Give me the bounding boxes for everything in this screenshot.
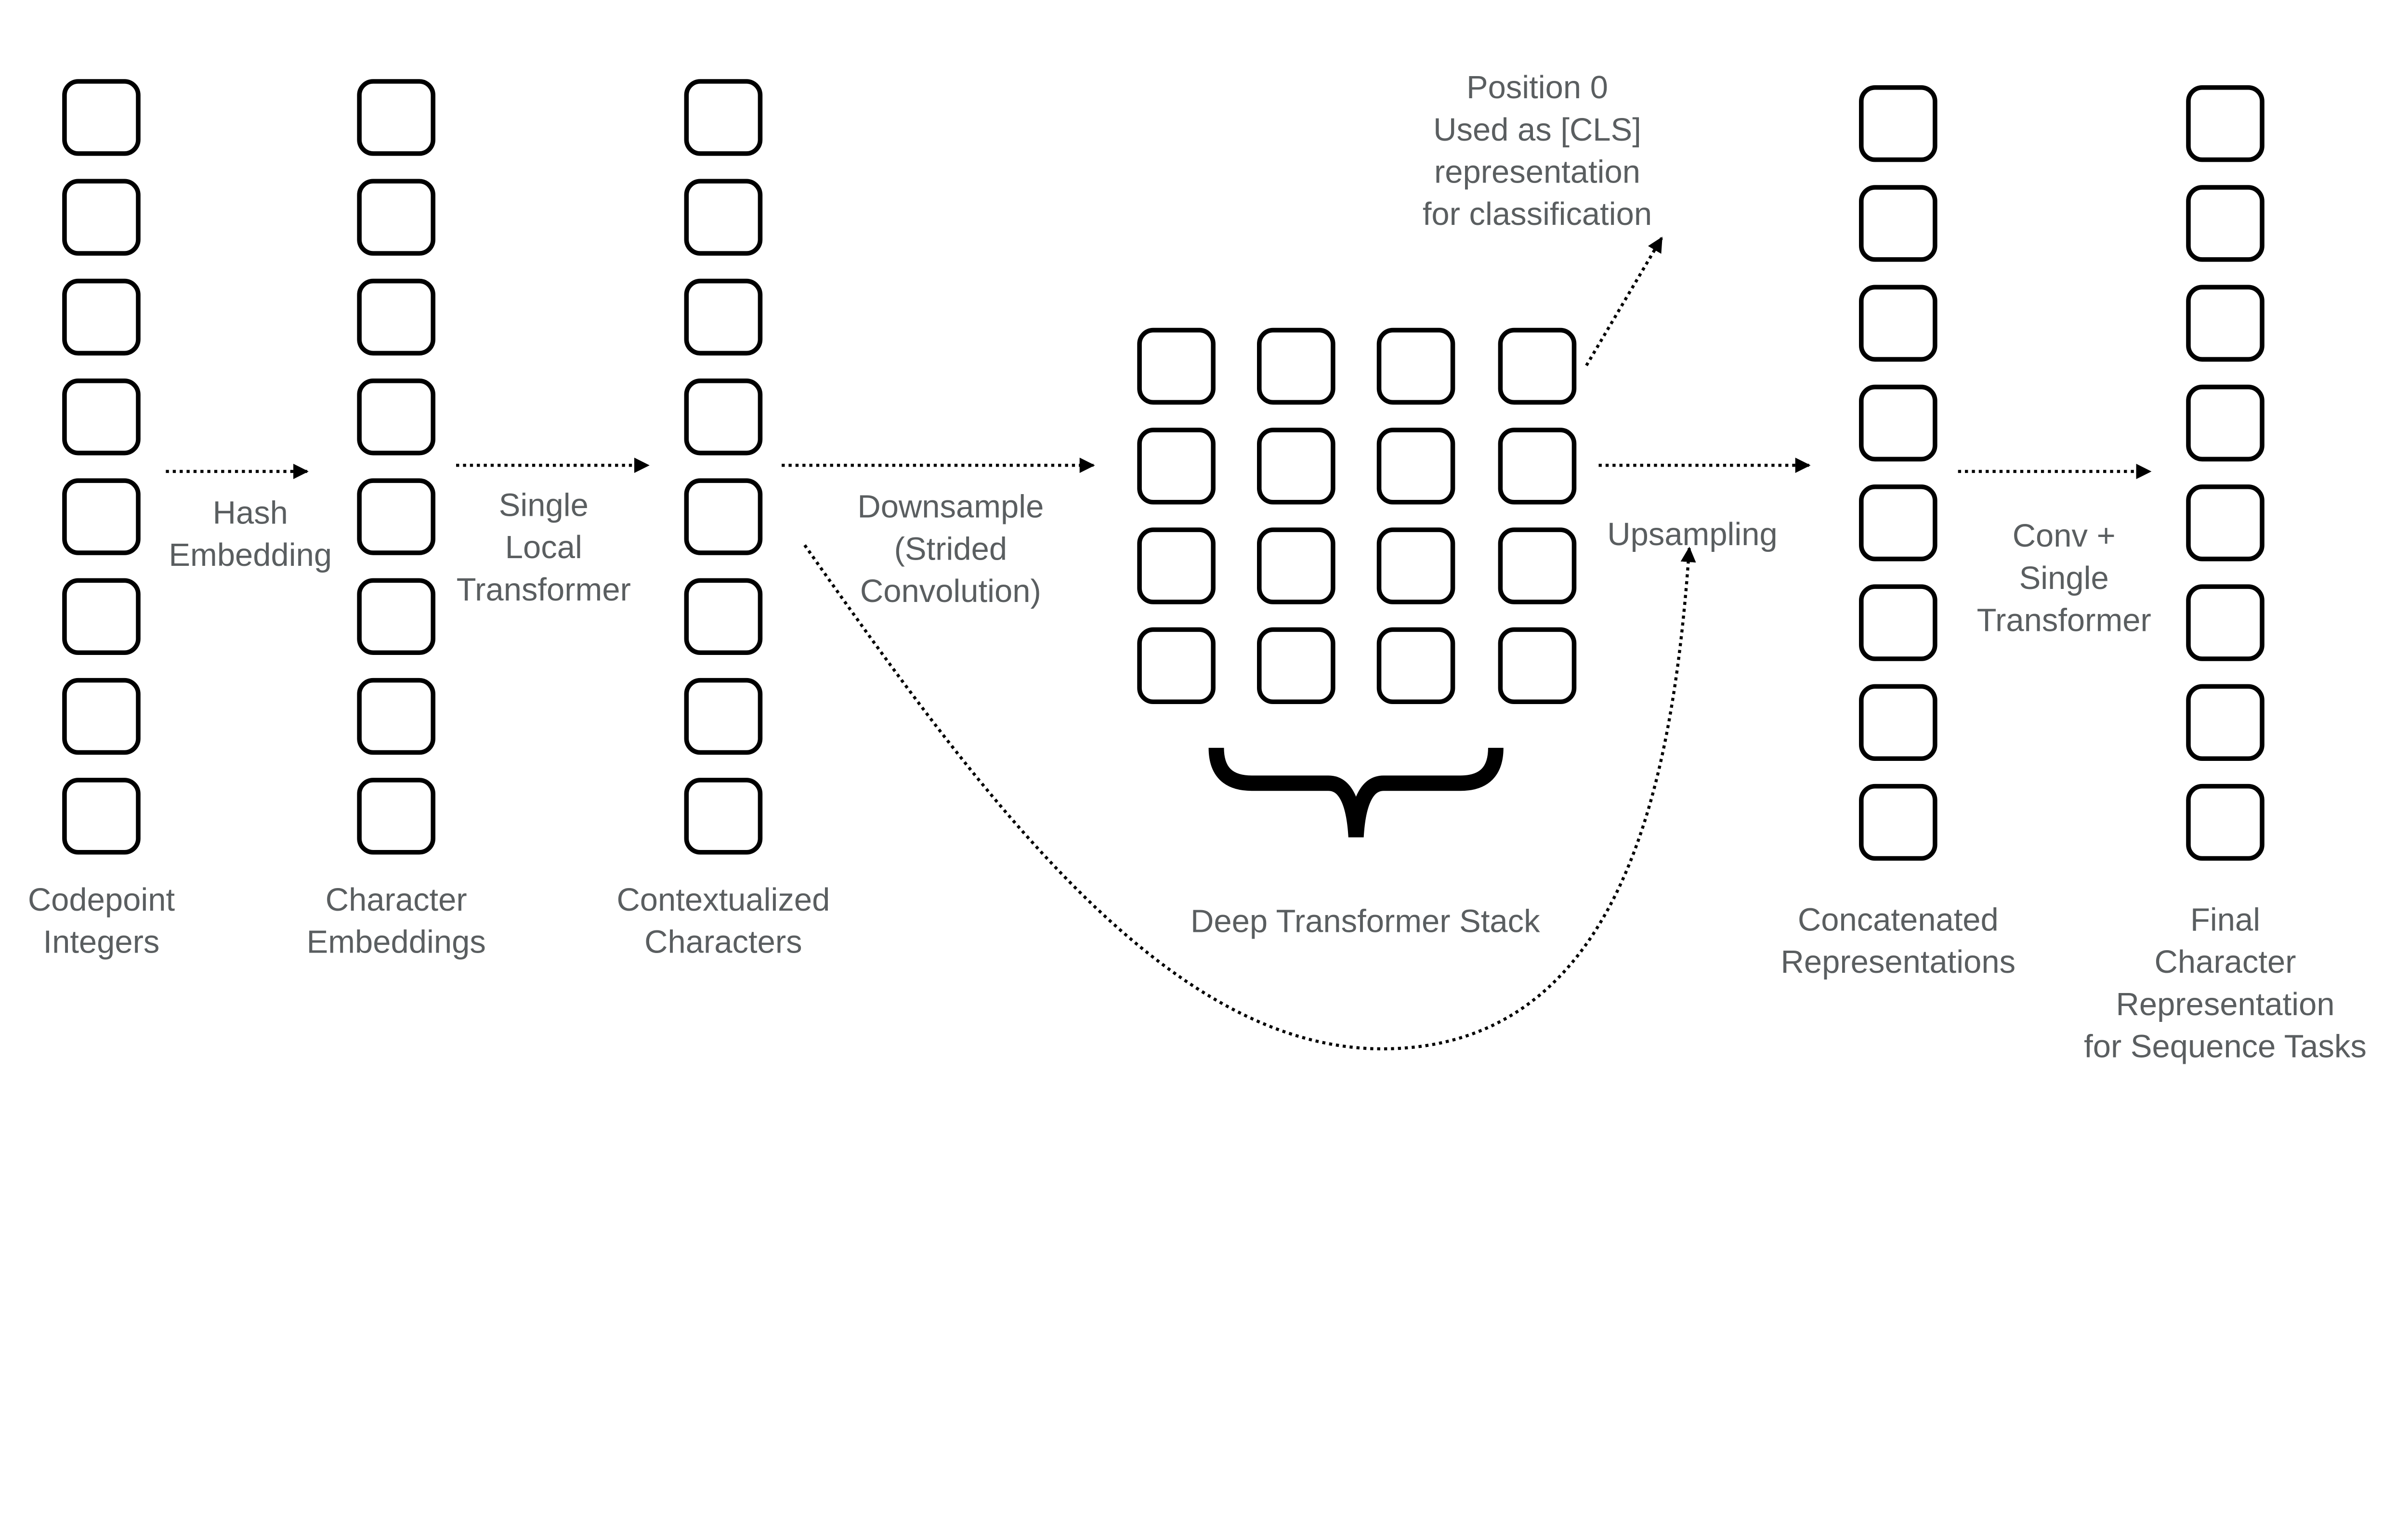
arrow-label: Conv + <box>2013 518 2116 554</box>
column-label: Character <box>2155 944 2296 980</box>
brace-icon <box>1208 747 1504 837</box>
stack-box <box>1257 527 1335 604</box>
column-4-box <box>1859 484 1937 562</box>
column-3-box <box>684 278 763 356</box>
stack-box <box>1137 428 1216 505</box>
arrow-cls <box>1585 236 1663 366</box>
arrow-label: Hash <box>213 495 288 531</box>
stack-box <box>1498 527 1577 604</box>
column-1-box <box>62 179 141 256</box>
column-label: Integers <box>43 924 159 960</box>
column-2-box <box>357 678 436 755</box>
column-5-box <box>2186 684 2264 761</box>
arrow-label: Local <box>505 529 582 565</box>
stack-box <box>1376 627 1455 705</box>
column-2-box <box>357 179 436 256</box>
cls-note: for classification <box>1423 196 1652 232</box>
column-label: Embeddings <box>307 924 486 960</box>
stack-box <box>1257 327 1335 405</box>
arrow-label: (Strided <box>894 531 1007 567</box>
column-2-box <box>357 578 436 655</box>
column-4-box <box>1859 185 1937 262</box>
column-label: Concatenated <box>1798 902 1999 938</box>
column-3-box <box>684 478 763 555</box>
column-label: Contextualized <box>616 882 830 918</box>
stack-box <box>1257 627 1335 705</box>
cls-note: Position 0 <box>1466 69 1608 105</box>
arrow-label: Convolution) <box>860 573 1041 609</box>
column-label: Final <box>2190 902 2260 938</box>
column-label: Codepoint <box>28 882 175 918</box>
arrow-label: Single <box>2019 560 2109 596</box>
stack-box <box>1498 327 1577 405</box>
stack-box <box>1137 527 1216 604</box>
column-label: Representation <box>2116 986 2334 1022</box>
column-2-box <box>357 278 436 356</box>
arrow-label: Transformer <box>457 572 631 608</box>
column-1-box <box>62 278 141 356</box>
stack-label: Deep Transformer Stack <box>1191 903 1540 940</box>
column-label: for Sequence Tasks <box>2084 1028 2367 1064</box>
arrow-skip-connection <box>803 544 1696 1051</box>
stack-box <box>1376 428 1455 505</box>
column-5-box <box>2186 384 2264 462</box>
column-4-box <box>1859 584 1937 661</box>
arrow-label: Upsampling <box>1607 516 1778 552</box>
stack-box <box>1257 428 1335 505</box>
column-label: Representations <box>1781 944 2016 980</box>
cls-note: representation <box>1434 154 1640 190</box>
column-2-box <box>357 478 436 555</box>
stack-box <box>1498 627 1577 705</box>
arrow-label: Single <box>499 487 589 523</box>
column-4-box <box>1859 384 1937 462</box>
arrow-label: Embedding <box>169 537 332 573</box>
column-3-box <box>684 379 763 456</box>
architecture-diagram: HashEmbeddingSingleLocalTransformerDowns… <box>28 69 2367 1064</box>
column-3-box <box>684 778 763 855</box>
column-1-box <box>62 379 141 456</box>
column-3-box <box>684 578 763 655</box>
column-1-box <box>62 478 141 555</box>
column-4-box <box>1859 784 1937 861</box>
column-5-box <box>2186 484 2264 562</box>
stack-box <box>1376 527 1455 604</box>
column-1-box <box>62 79 141 156</box>
column-label: Character <box>326 882 467 918</box>
column-1-box <box>62 578 141 655</box>
cls-note: Used as [CLS] <box>1433 112 1641 148</box>
arrow-label: Downsample <box>857 489 1044 525</box>
column-5-box <box>2186 85 2264 162</box>
column-1-box <box>62 678 141 755</box>
column-3-box <box>684 678 763 755</box>
column-3-box <box>684 179 763 256</box>
column-4-box <box>1859 684 1937 761</box>
column-label: Characters <box>644 924 802 960</box>
column-4-box <box>1859 285 1937 362</box>
column-2-box <box>357 778 436 855</box>
column-5-box <box>2186 185 2264 262</box>
stack-box <box>1376 327 1455 405</box>
column-4-box <box>1859 85 1937 162</box>
arrow-label: Transformer <box>1977 602 2151 639</box>
column-5-box <box>2186 285 2264 362</box>
stack-box <box>1137 327 1216 405</box>
stack-box <box>1498 428 1577 505</box>
column-2-box <box>357 379 436 456</box>
column-3-box <box>684 79 763 156</box>
column-1-box <box>62 778 141 855</box>
column-5-box <box>2186 584 2264 661</box>
column-2-box <box>357 79 436 156</box>
stack-box <box>1137 627 1216 705</box>
column-5-box <box>2186 784 2264 861</box>
